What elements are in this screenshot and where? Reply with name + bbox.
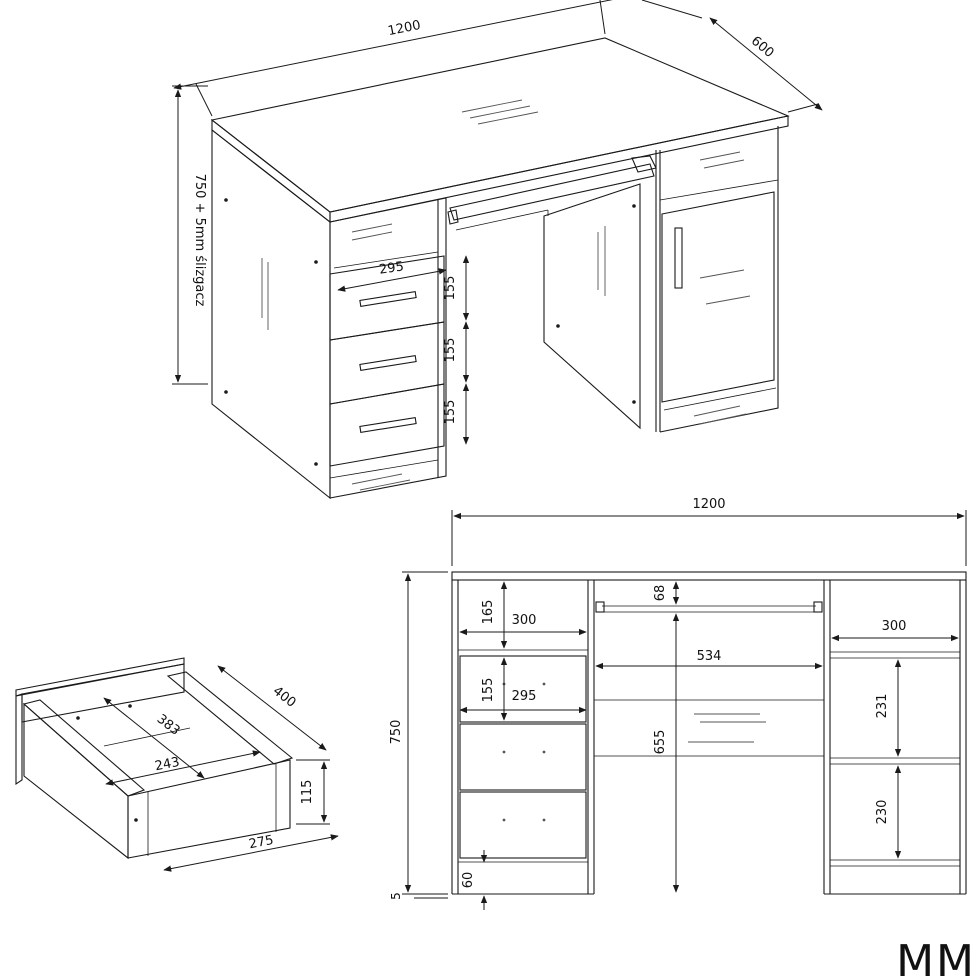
drawer-right-side — [166, 671, 294, 765]
front-glide-label: 5 — [389, 892, 403, 900]
drawer-width-label: 275 — [248, 833, 275, 852]
drawer-height-label: 115 — [300, 780, 315, 805]
iso-depth-label: 600 — [748, 34, 777, 61]
isometric-desk-view: 1200 600 750 + 5mm ślizgacz 295 155 155 … — [172, 0, 823, 500]
right-upper-height-label: 231 — [875, 694, 890, 719]
keyboard-gap-label: 68 — [653, 585, 668, 602]
center-back-panel — [543, 183, 641, 430]
knee-height-label: 655 — [653, 730, 668, 755]
drawer-handle-2 — [359, 355, 417, 371]
iso-drawer-3 — [329, 383, 445, 467]
drawer-detail-view: 400 383 243 115 275 — [15, 657, 339, 872]
door-hatch — [699, 269, 751, 305]
front-top-panel — [451, 571, 967, 581]
front-drawer-height-label: 155 — [481, 678, 496, 703]
right-plinth-hatch — [693, 405, 747, 425]
keyboard-width-label: 534 — [697, 649, 722, 664]
iso-drawer-height-1: 155 — [443, 276, 458, 301]
left-niche-width-label: 300 — [512, 613, 537, 628]
right-door — [661, 191, 775, 403]
door-handle — [674, 227, 683, 289]
front-drawer-1 — [459, 655, 587, 723]
right-niche-hatch — [699, 151, 745, 169]
front-width-label: 1200 — [692, 497, 725, 512]
front-drawer-width-label: 295 — [512, 689, 537, 704]
front-elevation-view: 1200 750 5 165 300 155 295 68 534 655 30… — [389, 497, 967, 910]
iso-drawer-height-3: 155 — [443, 400, 458, 425]
desk-top-right-edge — [329, 115, 789, 223]
left-pedestal-front — [329, 197, 447, 499]
drawer-back-panel — [21, 663, 185, 723]
drawer-handle-3 — [359, 417, 417, 433]
plinth-height-label: 60 — [461, 872, 476, 889]
front-drawer-2 — [459, 723, 587, 791]
desk-top-front-edge — [211, 118, 331, 224]
top-hatch — [461, 99, 539, 125]
center-panel-hatch — [688, 713, 766, 743]
front-height-label: 750 — [389, 720, 404, 745]
drawer-depth-label: 400 — [270, 684, 299, 711]
front-drawer-3 — [459, 791, 587, 859]
drawer-handle-1 — [359, 291, 417, 307]
left-niche-hatch — [351, 223, 393, 241]
iso-drawer-2 — [329, 321, 445, 405]
iso-height-label: 750 + 5mm ślizgacz — [192, 174, 207, 307]
brand-logo-text: MM — [896, 936, 976, 980]
left-pedestal-side-panel — [211, 128, 331, 500]
iso-width-label: 1200 — [387, 18, 422, 39]
left-niche-height-label: 165 — [481, 600, 496, 625]
keyboard-tray — [449, 163, 655, 221]
iso-drawer-height-2: 155 — [443, 338, 458, 363]
right-niche-width-label: 300 — [882, 619, 907, 634]
right-lower-height-label: 230 — [875, 800, 890, 825]
drawer-front-panel — [23, 702, 129, 860]
back-panel-hatch — [597, 226, 606, 296]
plinth-hatch — [351, 473, 411, 491]
left-side-hatch — [261, 258, 269, 330]
drawer-left-side — [22, 699, 146, 797]
drawer-inner-width-label: 243 — [154, 755, 181, 774]
iso-shelf-width-label: 295 — [378, 259, 405, 277]
